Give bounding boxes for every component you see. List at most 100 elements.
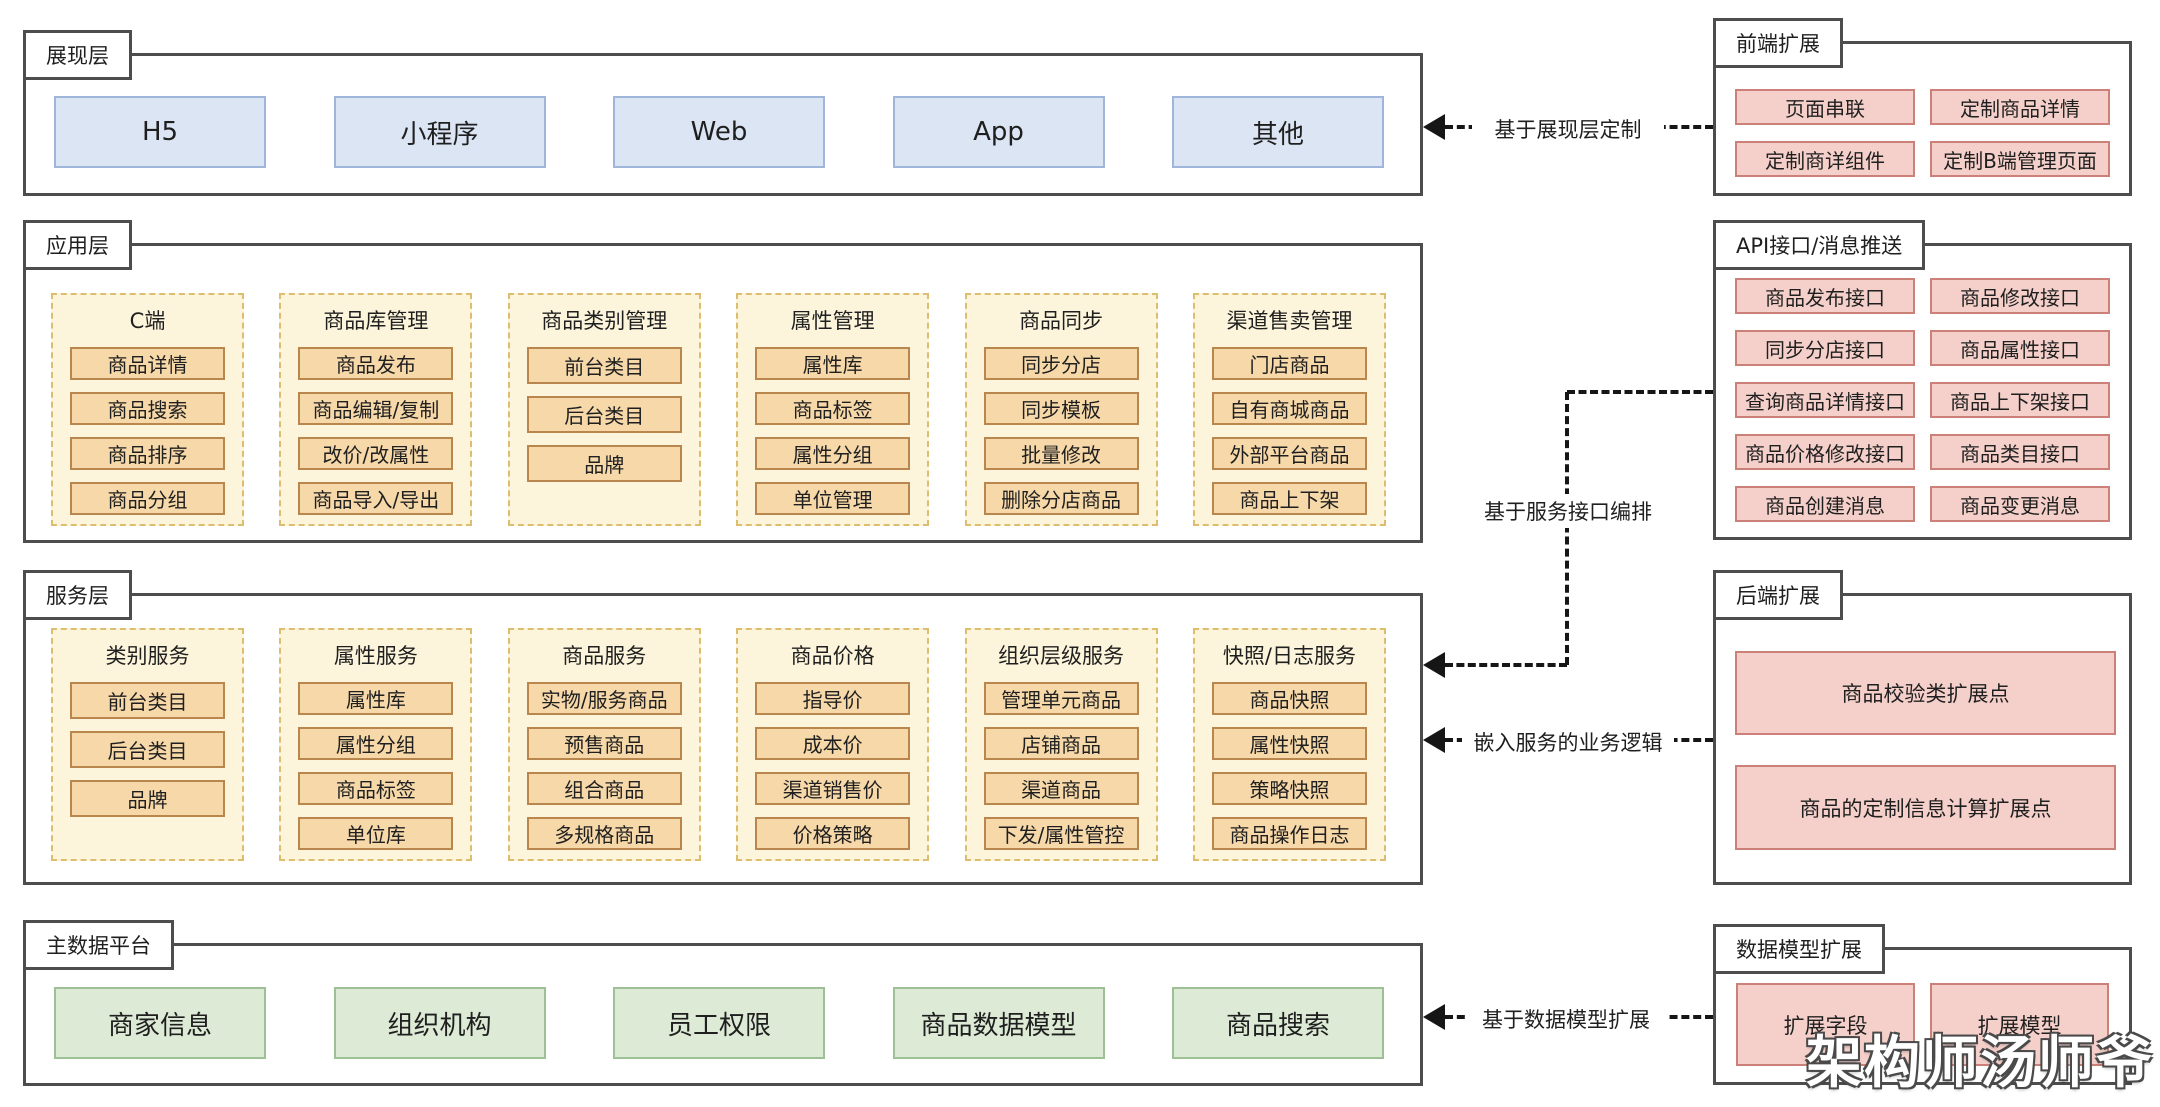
frontend-extension-tab: 前端扩展 [1713,18,1843,68]
data-model-extension-tab: 数据模型扩展 [1713,924,1885,974]
svc-item: 前台类目 [70,682,225,719]
frontend-ext-item: 页面串联 [1735,89,1915,125]
column-title: 商品库管理 [323,309,429,333]
master-item-product-search: 商品搜索 [1172,987,1384,1059]
svc-col-snapshot-log: 快照/日志服务 商品快照 属性快照 策略快照 商品操作日志 [1192,628,1386,861]
app-col-product-sync: 商品同步 同步分店 同步模板 批量修改 删除分店商品 [964,293,1158,526]
app-col-attribute-mgmt: 属性管理 属性库 商品标签 属性分组 单位管理 [736,293,930,526]
api-item: 同步分店接口 [1735,330,1915,366]
svc-item: 下发/属性管控 [983,817,1139,850]
api-item: 商品上下架接口 [1930,382,2110,418]
backend-extension-box: 后端扩展 商品校验类扩展点 商品的定制信息计算扩展点 [1713,570,2132,885]
app-item: 商品分组 [70,482,225,515]
arrow-label-presentation: 基于展现层定制 [1472,112,1664,146]
app-item: 前台类目 [526,347,682,384]
arrow-head-backend [1423,727,1445,753]
api-extension-box: API接口/消息推送 商品发布接口 商品修改接口 同步分店接口 商品属性接口 查… [1713,220,2132,540]
column-title: 商品价格 [790,644,875,668]
data-model-extension-box: 数据模型扩展 扩展字段 扩展模型 [1713,924,2132,1085]
svc-col-attribute: 属性服务 属性库 属性分组 商品标签 单位库 [279,628,473,861]
master-item-organization: 组织机构 [333,987,546,1059]
app-item: 外部平台商品 [1211,437,1367,470]
frontend-ext-item: 定制商品详情 [1930,89,2110,125]
api-item: 商品发布接口 [1735,278,1915,314]
column-title: 属性服务 [333,644,418,668]
svc-item: 后台类目 [70,731,225,768]
api-item: 商品类目接口 [1930,434,2110,470]
api-item: 商品属性接口 [1930,330,2110,366]
application-columns: C端 商品详情 商品搜索 商品排序 商品分组 商品库管理 商品发布 商品编辑/复… [51,293,1386,526]
svc-item: 单位库 [298,817,454,850]
column-title: 商品服务 [562,644,647,668]
app-col-channel-sales: 渠道售卖管理 门店商品 自有商城商品 外部平台商品 商品上下架 [1192,293,1386,526]
svc-col-category: 类别服务 前台类目 后台类目 品牌 [51,628,244,861]
api-item: 商品创建消息 [1735,486,1915,522]
data-model-ext-model: 扩展模型 [1930,983,2109,1066]
backend-extension-tab: 后端扩展 [1713,570,1843,620]
frontend-extension-grid: 页面串联 定制商品详情 定制商详组件 定制B端管理页面 [1716,89,2129,177]
column-title: 快照/日志服务 [1222,644,1356,668]
app-item: 删除分店商品 [983,482,1139,515]
presentation-layer-box: 展现层 H5 小程序 Web App 其他 [23,30,1423,196]
app-item: 批量修改 [983,437,1139,470]
presentation-item-app: App [892,96,1105,168]
api-item: 商品价格修改接口 [1735,434,1915,470]
api-extension-grid: 商品发布接口 商品修改接口 同步分店接口 商品属性接口 查询商品详情接口 商品上… [1716,278,2129,522]
svc-item: 商品操作日志 [1211,817,1367,850]
service-layer-tab: 服务层 [23,570,132,620]
app-item: 单位管理 [755,482,911,515]
frontend-ext-item: 定制商详组件 [1735,141,1915,177]
presentation-items-row: H5 小程序 Web App 其他 [26,56,1420,168]
app-item: 自有商城商品 [1211,392,1367,425]
app-col-c-end: C端 商品详情 商品搜索 商品排序 商品分组 [51,293,244,526]
app-col-product-library: 商品库管理 商品发布 商品编辑/复制 改价/改属性 商品导入/导出 [279,293,473,526]
app-item: 商品上下架 [1211,482,1367,515]
arrow-head-data-model [1423,1004,1445,1030]
presentation-item-miniprogram: 小程序 [333,96,546,168]
column-title: 组织层级服务 [998,644,1125,668]
master-item-employee-rights: 员工权限 [613,987,825,1059]
svc-item: 组合商品 [526,772,682,805]
column-title: 类别服务 [105,644,190,668]
arrow-label-data-model: 基于数据模型扩展 [1466,1002,1666,1036]
presentation-item-web: Web [613,96,825,168]
service-columns: 类别服务 前台类目 后台类目 品牌 属性服务 属性库 属性分组 商品标签 单位库… [51,628,1386,861]
svc-item: 商品快照 [1211,682,1367,715]
api-item: 商品修改接口 [1930,278,2110,314]
data-model-ext-fields: 扩展字段 [1736,983,1915,1066]
svc-item: 商品标签 [298,772,454,805]
column-title: 商品类别管理 [541,309,668,333]
svc-item: 实物/服务商品 [526,682,682,715]
master-data-items-row: 商家信息 组织机构 员工权限 商品数据模型 商品搜索 [26,946,1420,1059]
app-item: 商品详情 [70,347,225,380]
column-title: 渠道售卖管理 [1226,309,1353,333]
svc-item: 属性快照 [1211,727,1367,760]
arrow-head-api [1423,652,1445,678]
master-data-layer-tab: 主数据平台 [23,920,174,970]
arrow-line-api-top [1567,390,1713,394]
app-item: 同步分店 [983,347,1139,380]
svc-col-product: 商品服务 实物/服务商品 预售商品 组合商品 多规格商品 [507,628,701,861]
application-layer-tab: 应用层 [23,220,132,270]
app-item: 门店商品 [1211,347,1367,380]
svc-item: 品牌 [70,780,225,817]
frontend-ext-item: 定制B端管理页面 [1930,141,2110,177]
svc-col-price: 商品价格 指导价 成本价 渠道销售价 价格策略 [736,628,930,861]
frontend-extension-box: 前端扩展 页面串联 定制商品详情 定制商详组件 定制B端管理页面 [1713,18,2132,196]
app-col-category-mgmt: 商品类别管理 前台类目 后台类目 品牌 [507,293,701,526]
arrow-label-api: 基于服务接口编排 [1462,494,1674,528]
svc-item: 渠道商品 [983,772,1139,805]
app-item: 同步模板 [983,392,1139,425]
presentation-layer-tab: 展现层 [23,30,132,80]
app-item: 属性库 [755,347,911,380]
svc-item: 属性分组 [298,727,454,760]
app-item: 商品排序 [70,437,225,470]
master-item-product-data-model: 商品数据模型 [892,987,1105,1059]
svc-item: 属性库 [298,682,454,715]
column-title: 属性管理 [790,309,875,333]
app-item: 商品发布 [298,347,454,380]
master-data-layer-box: 主数据平台 商家信息 组织机构 员工权限 商品数据模型 商品搜索 [23,920,1423,1086]
arrow-line-api-vertical [1565,392,1569,665]
app-item: 品牌 [526,445,682,482]
